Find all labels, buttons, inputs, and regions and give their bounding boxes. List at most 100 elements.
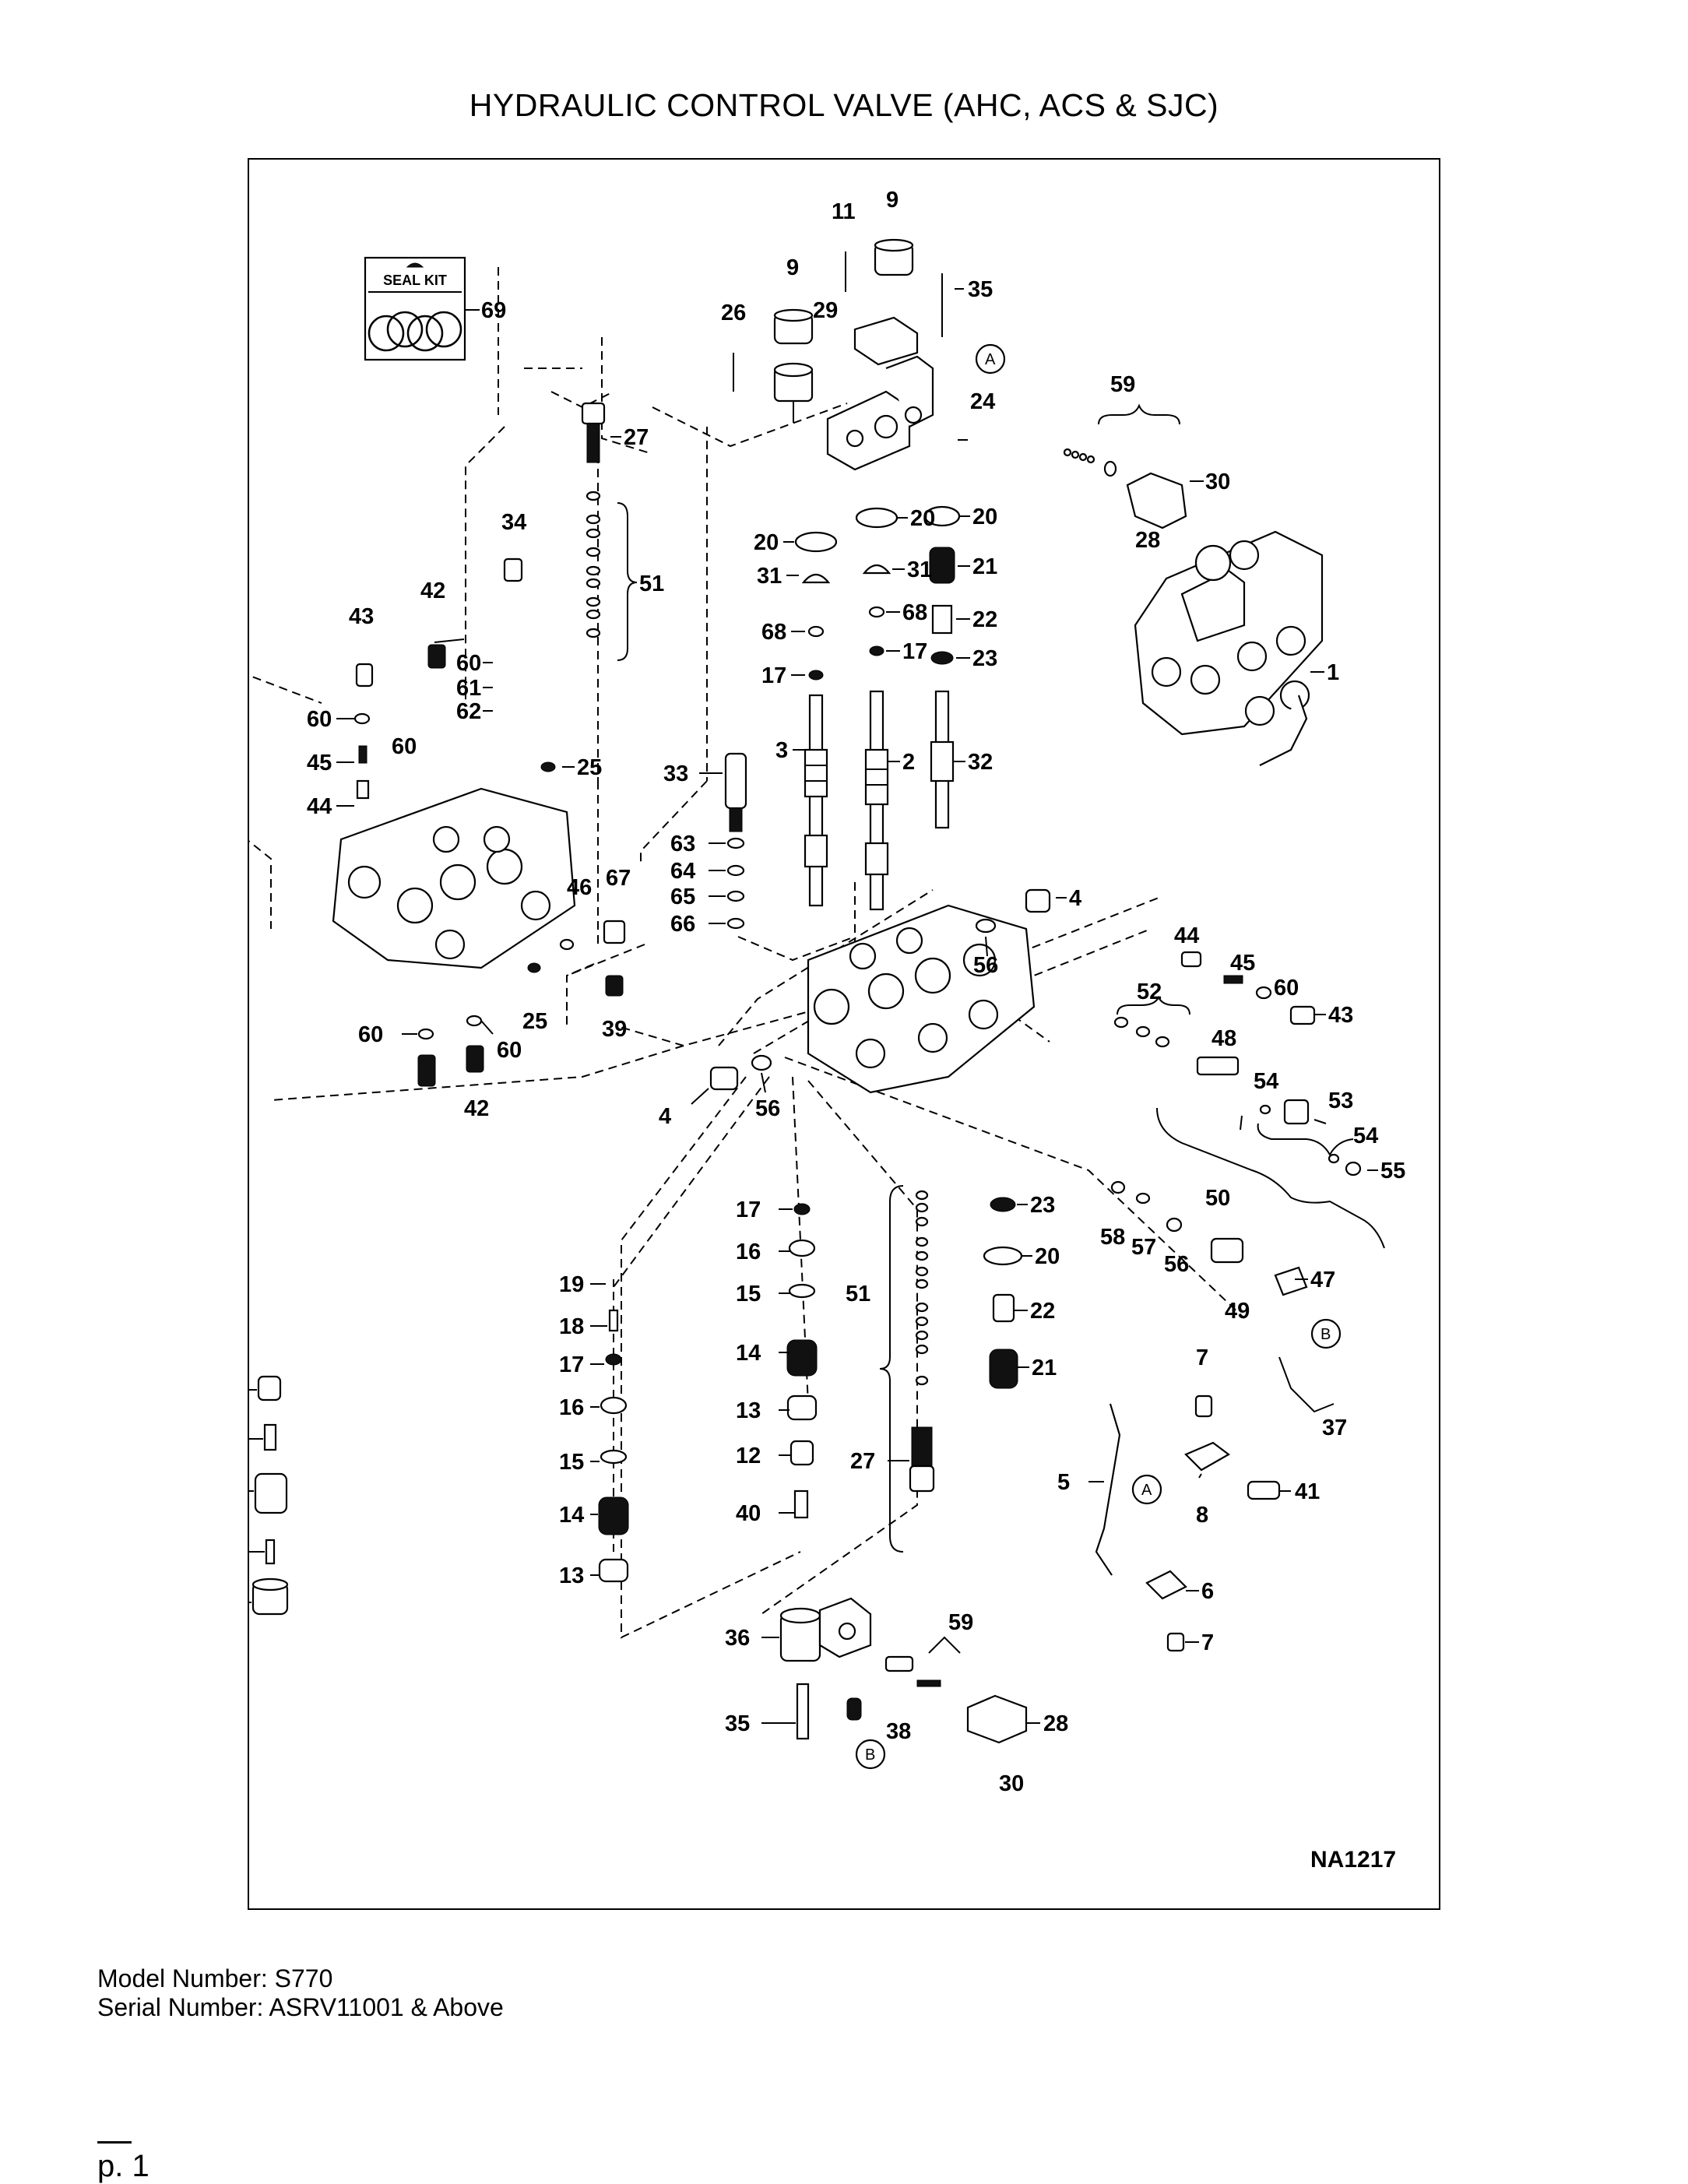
fitting-41	[1247, 1480, 1281, 1500]
callout: 45	[307, 751, 332, 775]
callout: 23	[1030, 1193, 1055, 1218]
brace-50	[1156, 1107, 1385, 1249]
callout: 27	[850, 1449, 875, 1474]
plug-31-a	[801, 573, 831, 584]
callout: 20	[972, 505, 997, 529]
seal-16-b	[600, 1396, 628, 1415]
fitting-42-bottom-b	[466, 1045, 484, 1073]
fitting-67	[603, 920, 626, 944]
solenoid-block-36	[779, 1597, 872, 1662]
o-ring-17-d	[605, 1353, 622, 1366]
figure-id: NA1217	[1310, 1847, 1396, 1873]
callout: 6	[1201, 1579, 1214, 1604]
washer-23-top	[930, 651, 954, 665]
callout: 8	[1196, 1503, 1208, 1528]
coil-29-nut	[773, 362, 814, 423]
callout: 20	[910, 506, 935, 531]
screw-35-bottom	[796, 1683, 810, 1740]
callout: 16	[736, 1240, 761, 1264]
coil-9-top	[874, 238, 914, 276]
pin-59	[884, 1655, 914, 1672]
callout: 50	[1205, 1186, 1230, 1211]
callout: 66	[670, 912, 695, 937]
callout: 15	[559, 1450, 584, 1475]
ref-marker-a-top	[975, 343, 1006, 375]
o-ring-25-a	[540, 761, 556, 772]
callout: 62	[456, 699, 481, 724]
callout: 28	[1043, 1711, 1068, 1736]
callout-labels: 9 11 35 9 26 29 A 24 59 30 28 69 27 34 5…	[307, 188, 1405, 1796]
o-ring-52-a	[1113, 1016, 1129, 1029]
callout: 21	[972, 554, 997, 579]
callout: 4	[659, 1104, 671, 1129]
callout: 18	[559, 1314, 584, 1339]
callout: 56	[973, 953, 998, 978]
tube-5	[1095, 1403, 1121, 1576]
callout: 56	[1164, 1252, 1189, 1277]
callout: 42	[420, 579, 445, 603]
o-ring-17-c	[793, 1203, 811, 1215]
spool-3	[804, 694, 828, 907]
callout: 11	[832, 199, 856, 224]
o-ring-20-a	[794, 531, 838, 553]
screw-11-bottom	[265, 1539, 276, 1565]
callout: 44	[307, 794, 332, 819]
o-ring-66	[726, 917, 745, 930]
o-ring-55	[1345, 1161, 1362, 1176]
brace-54	[1257, 1123, 1354, 1157]
fitting-43-right	[1289, 1005, 1316, 1025]
o-ring-56-bottom	[751, 1054, 772, 1071]
plug-4-top	[1025, 888, 1051, 913]
o-ring-60-e	[466, 1015, 483, 1027]
callout: 60	[456, 651, 481, 676]
callout: 13	[736, 1398, 761, 1423]
o-ring-20-d	[983, 1246, 1023, 1266]
callout: 15	[736, 1282, 761, 1307]
callout: 63	[670, 832, 695, 856]
callout: 35	[968, 277, 993, 302]
tee-8	[1184, 1441, 1230, 1472]
brace-51-top	[617, 502, 638, 661]
valve-assembly-1	[1134, 530, 1324, 766]
retainer-13-b	[598, 1558, 629, 1583]
callout: 34	[501, 510, 526, 535]
o-ring-17-a	[808, 670, 824, 681]
backup-68-b	[868, 606, 885, 618]
callout: 9	[886, 188, 899, 213]
callout: 30	[1205, 470, 1230, 494]
callout: 19	[559, 1272, 584, 1297]
callout: 52	[1137, 979, 1162, 1004]
o-ring-20-b	[855, 507, 899, 529]
callout: 49	[1225, 1299, 1250, 1324]
callout: 53	[1328, 1088, 1353, 1113]
callout: 57	[1131, 1235, 1156, 1260]
cap-7-bottom	[1166, 1632, 1185, 1652]
spring-38	[846, 1697, 862, 1721]
callout: 51	[846, 1282, 870, 1307]
brace-52	[1117, 995, 1190, 1015]
callout: 17	[902, 639, 927, 664]
callout: 68	[902, 600, 927, 625]
o-ring-56-top	[975, 918, 997, 934]
coil-9-left	[773, 308, 814, 345]
spool-2	[864, 690, 889, 911]
callout: 16	[559, 1395, 584, 1420]
page-number: p. 1	[97, 2149, 149, 2183]
callout: 65	[670, 885, 695, 909]
callout: A	[985, 351, 996, 368]
callout: 25	[577, 755, 602, 780]
spring-45-right	[1223, 975, 1243, 984]
fitting-49	[1210, 1237, 1244, 1264]
plug-34	[503, 557, 523, 582]
callout: 47	[1310, 1268, 1335, 1292]
o-ring-65	[726, 890, 745, 902]
callout: 69	[481, 298, 506, 323]
o-ring-stack-51-top	[586, 491, 601, 638]
solenoid-block-24	[826, 316, 934, 471]
callout: 46	[567, 875, 592, 900]
callout: 40	[736, 1501, 761, 1526]
callout: 26	[721, 301, 746, 325]
o-ring-stack-51-bottom	[915, 1190, 929, 1386]
ref-marker-b-right	[1310, 1318, 1342, 1349]
callout: 59	[948, 1610, 973, 1635]
